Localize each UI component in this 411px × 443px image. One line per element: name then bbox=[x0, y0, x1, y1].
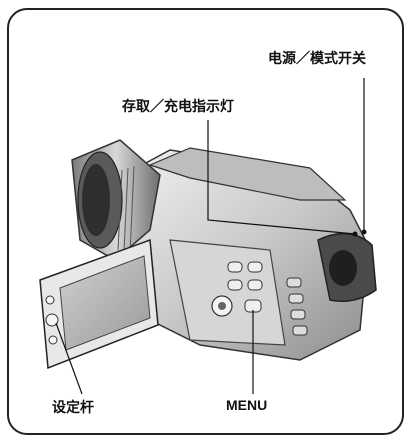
lcd-button bbox=[48, 335, 58, 345]
set-lever bbox=[45, 313, 59, 327]
side-button bbox=[227, 261, 243, 273]
label-set-lever: 设定杆 bbox=[52, 400, 94, 416]
label-access-charge-lamp: 存取／充电指示灯 bbox=[122, 99, 234, 115]
label-power-mode-switch: 电源／模式开关 bbox=[268, 51, 366, 67]
side-panel bbox=[169, 239, 286, 346]
side-button bbox=[247, 279, 263, 291]
lcd-button bbox=[45, 295, 55, 305]
lcd-screen bbox=[59, 255, 151, 351]
side-button bbox=[227, 279, 243, 291]
leader-lines bbox=[55, 78, 365, 395]
top-handle bbox=[148, 147, 347, 201]
label-menu-button: MENU bbox=[226, 397, 268, 413]
side-button bbox=[247, 261, 263, 273]
